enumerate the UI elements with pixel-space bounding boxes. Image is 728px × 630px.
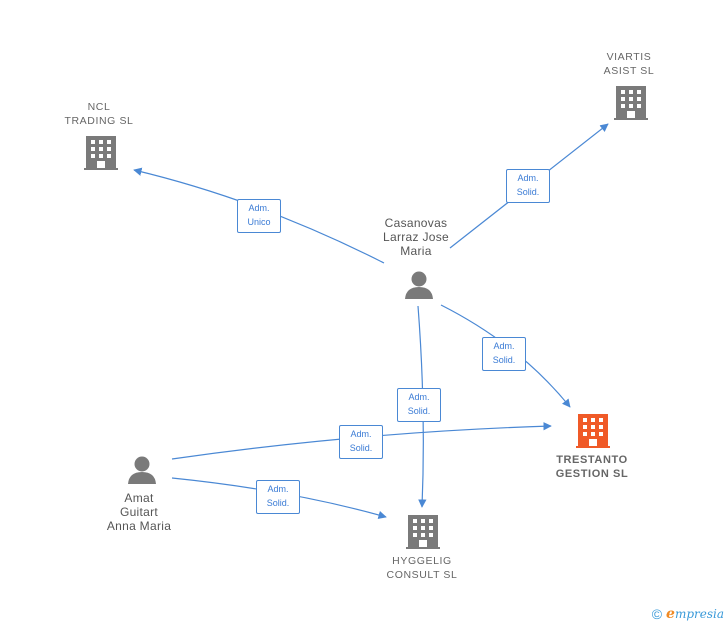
role-label: Solid. [407,406,431,416]
brand-logo: empresia [666,606,724,622]
edge-label-casanovas-viartis[interactable]: Adm. Solid. [506,169,550,203]
person-name-line: Larraz Jose [383,230,449,244]
company-name-line: GESTION SL [555,468,629,480]
edge-label-amat-hyggelig[interactable]: Adm. Solid. [256,480,300,514]
company-label-ncl[interactable]: NCL TRADING SL [50,100,148,128]
role-label: Solid. [349,443,373,453]
building-icon[interactable] [576,414,610,448]
role-label: Solid. [266,498,290,508]
brand-name: mpresia [674,607,724,621]
building-icon[interactable] [614,86,648,120]
person-name-line: Casanovas [384,216,448,230]
role-label: Solid. [492,355,516,365]
footer-brand: © empresia [652,606,724,622]
company-label-viartis[interactable]: VIARTIS ASIST SL [580,50,678,78]
role-label: Adm. [517,173,539,183]
edge-label-casanovas-trestanto[interactable]: Adm. Solid. [482,337,526,371]
person-label-casanovas[interactable]: Casanovas Larraz Jose Maria [366,216,466,258]
role-label: Adm. [493,341,515,351]
company-name-line: HYGGELIG [392,555,452,567]
role-label: Unico [247,217,271,227]
building-icon[interactable] [84,136,118,170]
company-label-hyggelig[interactable]: HYGGELIG CONSULT SL [372,554,472,582]
company-name-line: NCL [87,101,111,113]
company-name-line: CONSULT SL [386,569,458,581]
role-label: Adm. [408,392,430,402]
copyright-icon: © [651,606,663,622]
brand-initial: e [666,606,675,622]
company-name-line: TRADING SL [64,115,134,127]
company-label-trestanto[interactable]: TRESTANTO GESTION SL [537,453,647,481]
person-name-line: Guitart [119,505,159,519]
company-name-line: VIARTIS [606,51,652,63]
person-name-line: Maria [400,244,432,258]
building-icon[interactable] [406,515,440,549]
role-label: Adm. [350,429,372,439]
person-name-line: Amat [124,491,154,505]
edge-label-casanovas-hyggelig[interactable]: Adm. Solid. [397,388,441,422]
company-name-line: TRESTANTO [556,454,628,466]
company-name-line: ASIST SL [603,65,655,77]
role-label: Adm. [248,203,270,213]
role-label: Solid. [516,187,540,197]
person-name-line: Anna Maria [106,519,172,533]
edge-label-amat-trestanto[interactable]: Adm. Solid. [339,425,383,459]
role-label: Adm. [267,484,289,494]
person-label-amat[interactable]: Amat Guitart Anna Maria [89,491,189,533]
person-icon[interactable] [128,456,156,485]
person-icon[interactable] [405,271,433,300]
edge-label-casanovas-ncl[interactable]: Adm. Unico [237,199,281,233]
